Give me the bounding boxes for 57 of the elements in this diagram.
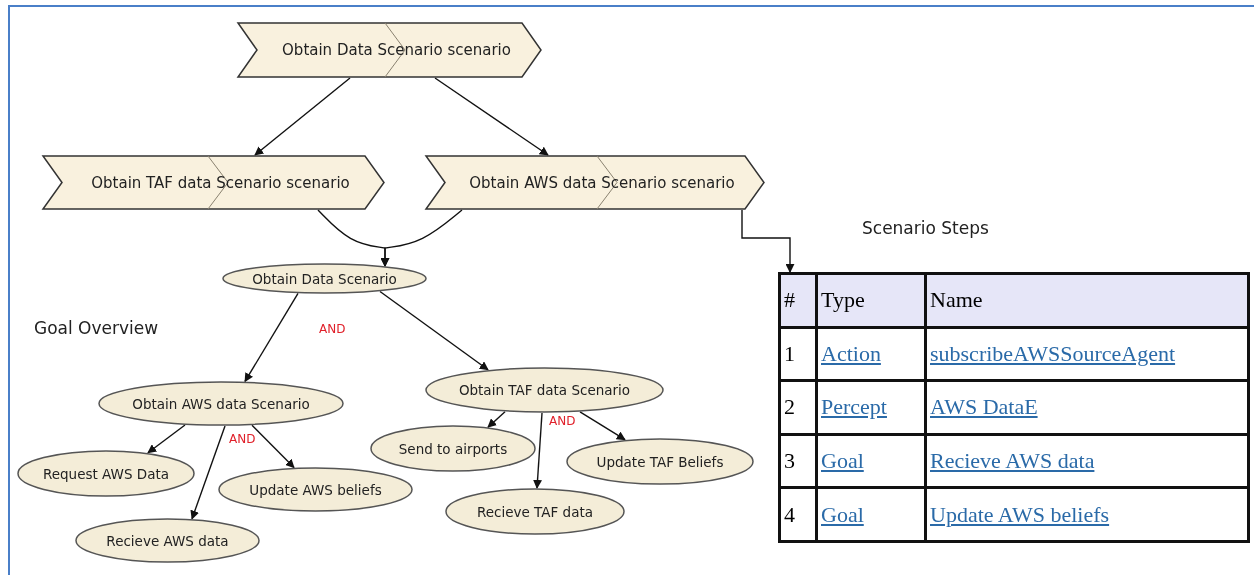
goal-ellipse [425,367,664,413]
arrow [244,292,299,383]
goal-ellipse [98,381,344,426]
scenario-chevron [42,155,385,210]
step-type-link: Goal [821,501,864,527]
goal-label: Update AWS beliefs [249,481,382,498]
column-header: Name [930,287,983,313]
goal-ellipse [75,518,260,563]
scenario-chevron [425,155,765,210]
scenario-label: Obtain Data Scenario scenario [282,41,511,59]
arrow [190,425,226,520]
goal-ellipse [17,450,195,497]
arrow [147,424,186,454]
scenario-label: Obtain AWS data Scenario scenario [469,173,735,192]
goal-label: Update TAF Beliefs [596,453,724,470]
goal-label: Obtain Data Scenario [252,270,397,287]
step-number: 2 [784,394,795,420]
arrow [254,77,351,156]
column-header: Type [821,287,865,313]
step-number: 3 [784,448,795,474]
and-label: AND [549,414,576,428]
goal-ellipse [370,425,536,472]
and-label: AND [229,432,256,446]
column-header: # [784,287,795,313]
step-type-link: Action [821,340,881,366]
arrow [741,209,795,273]
arrow [379,290,489,371]
scenario-label: Obtain TAF data Scenario scenario [91,173,350,192]
arrow [487,411,506,428]
step-number: 4 [784,501,795,527]
section-heading: Goal Overview [34,318,159,338]
step-name-link: Update AWS beliefs [930,501,1110,527]
goal-label: Send to airports [398,440,508,457]
arrow [434,77,549,156]
steps-table [778,272,1250,543]
step-type-link: Percept [821,394,887,420]
goal-label: Recieve TAF data [476,503,593,520]
scenario-chevron [237,22,542,78]
arrow [579,411,626,441]
step-number: 1 [784,340,795,366]
arrow [251,424,295,469]
step-name-link: AWS DataE [930,394,1038,420]
arrow [533,412,543,489]
section-heading: Scenario Steps [862,218,989,238]
goal-ellipse [445,488,625,535]
merge-arrow [380,209,463,267]
goal-label: Recieve AWS data [106,532,229,549]
goal-ellipse [218,467,413,512]
goal-label: Obtain AWS data Scenario [132,395,310,412]
step-name-link: subscribeAWSSourceAgent [930,340,1176,366]
step-type-link: Goal [821,448,864,474]
goal-ellipse [222,263,427,294]
and-label: AND [319,322,346,336]
goal-label: Obtain TAF data Scenario [458,382,631,398]
goal-label: Request AWS Data [42,465,170,482]
step-name-link: Recieve AWS data [930,448,1095,474]
goal-ellipse [566,438,754,485]
